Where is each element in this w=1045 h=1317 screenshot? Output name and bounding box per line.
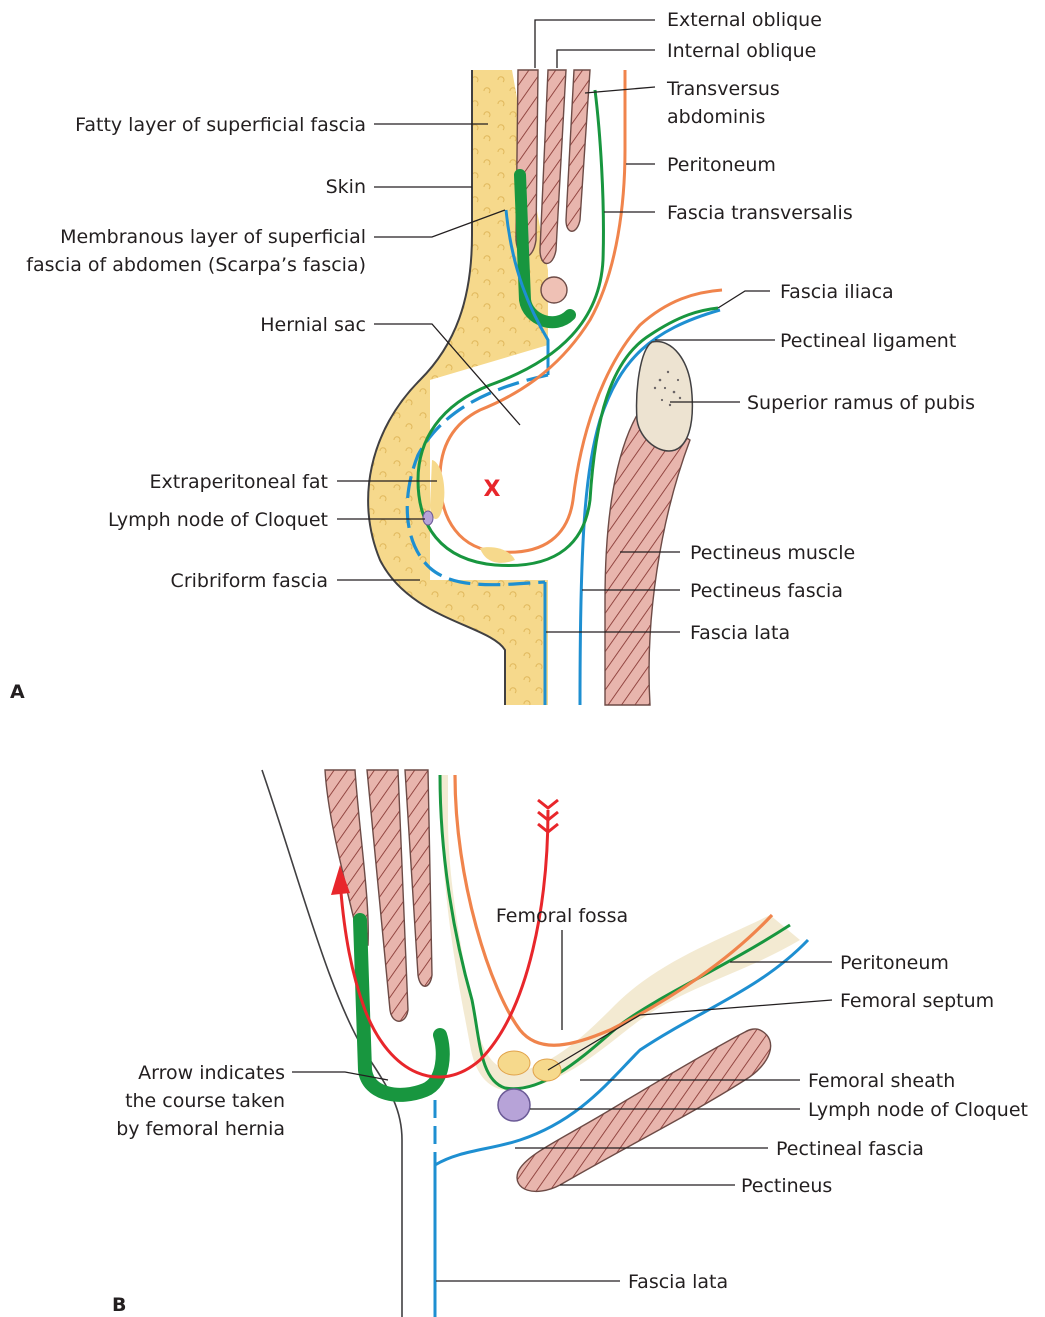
internal-oblique-muscle: [540, 70, 566, 264]
label-skin: Skin: [326, 176, 366, 198]
label-transversus-2: abdominis: [667, 106, 765, 128]
label-transversus-1: Transversus: [666, 78, 780, 100]
leader-external-oblique: [535, 20, 655, 68]
transversus-abdominis-muscle: [566, 70, 590, 231]
pectineus-muscle-b: [517, 1029, 771, 1191]
label-fascia-lata-b: Fascia lata: [628, 1271, 728, 1293]
label-external-oblique: External oblique: [667, 9, 822, 31]
label-femoral-fossa: Femoral fossa: [496, 905, 628, 927]
label-internal-oblique: Internal oblique: [667, 40, 816, 62]
label-fascia-iliaca: Fascia iliaca: [780, 281, 894, 303]
label-fatty-layer: Fatty layer of superficial fascia: [75, 114, 366, 136]
extraperitoneal-fat-lower: [480, 547, 515, 563]
label-peritoneum-a: Peritoneum: [667, 154, 776, 176]
label-arrow-1: Arrow indicates: [138, 1062, 285, 1084]
label-femoral-septum: Femoral septum: [840, 990, 994, 1012]
leader-internal-oblique: [557, 50, 655, 68]
panel-letter-b: B: [112, 1294, 126, 1316]
lymph-node-a: [423, 511, 433, 525]
label-arrow-3: by femoral hernia: [116, 1118, 285, 1140]
label-lymph-node-b: Lymph node of Cloquet: [808, 1099, 1028, 1121]
label-fascia-lata-a: Fascia lata: [690, 622, 790, 644]
label-arrow-2: the course taken: [125, 1090, 285, 1112]
label-membranous-1: Membranous layer of superficial: [60, 226, 366, 248]
label-cribriform-fascia: Cribriform fascia: [171, 570, 328, 592]
lymph-node-b: [498, 1089, 530, 1121]
hernia-x-marker: X: [484, 477, 501, 502]
label-femoral-sheath: Femoral sheath: [808, 1070, 955, 1092]
label-peritoneum-b: Peritoneum: [840, 952, 949, 974]
label-lymph-node-a: Lymph node of Cloquet: [108, 509, 328, 531]
label-extraperitoneal-fat: Extraperitoneal fat: [149, 471, 328, 493]
superior-ramus-bone: [637, 342, 693, 451]
pectineus-muscle-a: [605, 410, 690, 705]
label-superior-ramus: Superior ramus of pubis: [747, 392, 975, 414]
panel-letter-a: A: [10, 681, 25, 703]
panel-b: Femoral fossa Peritoneum Femoral septum …: [112, 770, 1028, 1317]
extraperitoneal-fat: [430, 460, 444, 519]
label-pectineal-fascia: Pectineal fascia: [776, 1138, 924, 1160]
muscle-3-b: [405, 770, 432, 986]
label-membranous-2: fascia of abdomen (Scarpa’s fascia): [26, 254, 366, 276]
label-pectineus: Pectineus: [741, 1175, 832, 1197]
leader-fascia-iliaca: [718, 291, 770, 308]
muscle-2-b: [367, 770, 408, 1021]
panel-a: X External oblique Internal oblique Tran…: [10, 9, 975, 705]
label-hernial-sac: Hernial sac: [260, 314, 366, 336]
label-pectineus-muscle: Pectineus muscle: [690, 542, 855, 564]
label-fascia-transversalis: Fascia transversalis: [667, 202, 853, 224]
label-pectineus-fascia: Pectineus fascia: [690, 580, 843, 602]
inguinal-ligament-circle: [541, 277, 567, 303]
label-pectineal-ligament: Pectineal ligament: [780, 330, 956, 352]
